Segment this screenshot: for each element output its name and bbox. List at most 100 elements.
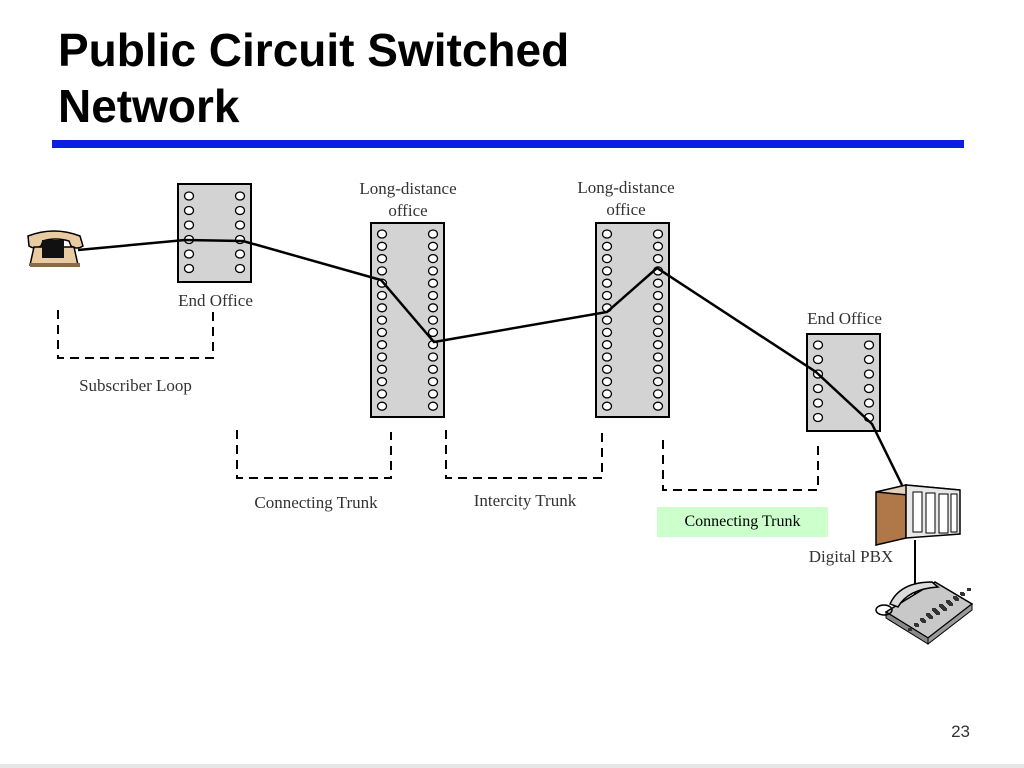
switch-port [376, 327, 388, 338]
switch-port [601, 376, 613, 387]
switch-port [863, 398, 875, 408]
switch-port [183, 191, 195, 201]
long-distance-office-1-switch [370, 222, 445, 418]
switch-port [183, 249, 195, 259]
switch-port [376, 376, 388, 387]
switch-port [376, 303, 388, 313]
switch-port [376, 315, 388, 325]
switch-port [427, 278, 439, 288]
switch-port [601, 401, 613, 411]
switch-port [183, 205, 195, 216]
switch-port [812, 354, 824, 365]
keypad-key [929, 616, 933, 619]
long-distance-office-1-label-line2: office [388, 201, 428, 220]
page-number: 23 [951, 722, 970, 741]
switch-port [652, 327, 664, 338]
switch-port [427, 303, 439, 313]
telephone-icon [27, 230, 84, 267]
switch-ports [601, 229, 664, 411]
circuit-path [77, 238, 904, 486]
switch-port [234, 263, 246, 274]
switch-port [376, 352, 388, 362]
subscriber-loop-label: Subscriber Loop [79, 376, 192, 395]
slide-title: Public Circuit Switched Network [58, 22, 958, 134]
slide-title-line-2: Network [58, 80, 240, 132]
desk-phone-icon [875, 581, 974, 646]
switch-port [601, 340, 613, 350]
switch-port [652, 389, 664, 399]
intercity-trunk-bracket [445, 430, 603, 479]
switch-port [652, 229, 664, 239]
switch-port [183, 263, 195, 274]
intercity-trunk-label: Intercity Trunk [473, 491, 577, 510]
switch-port [427, 229, 439, 239]
switch-port [601, 290, 613, 301]
title-rule [52, 140, 964, 148]
switch-port [812, 340, 824, 350]
switch-port [427, 401, 439, 411]
switch-port [812, 398, 824, 408]
switch-port [183, 220, 195, 230]
switch-port [427, 241, 439, 251]
switch-port [863, 369, 875, 379]
switch-port [863, 383, 875, 394]
connecting-trunk-right-bracket [662, 440, 819, 491]
switch-port [863, 340, 875, 350]
end-office-left-switch [177, 183, 252, 283]
switch-port [601, 278, 613, 288]
connecting-trunk-left-bracket [236, 430, 392, 479]
switch-port [652, 303, 664, 313]
end-office-left-label: End Office [178, 291, 253, 310]
switch-port [652, 401, 664, 411]
switch-port [427, 376, 439, 387]
keypad-key [922, 620, 926, 623]
switch-port [427, 364, 439, 374]
switch-port [427, 389, 439, 399]
switch-port [601, 389, 613, 399]
switch-port [376, 229, 388, 239]
switch-port [427, 315, 439, 325]
switch-port [427, 352, 439, 362]
subscriber-loop-bracket [57, 310, 214, 359]
keypad-key [943, 608, 947, 611]
end-office-right-switch [806, 333, 881, 432]
switch-port [376, 253, 388, 264]
switch-port [652, 364, 664, 374]
switch-port [601, 364, 613, 374]
switch-port [652, 352, 664, 362]
switch-port [601, 229, 613, 239]
switch-port [601, 253, 613, 264]
switch-port [812, 383, 824, 394]
long-distance-office-2-label-line2: office [606, 200, 646, 219]
keypad-key [949, 603, 953, 606]
switch-port [427, 327, 439, 338]
switch-port [376, 401, 388, 411]
switch-port [601, 315, 613, 325]
digital-pbx-label: Digital PBX [808, 547, 894, 566]
switch-port [652, 315, 664, 325]
switch-port [652, 278, 664, 288]
switch-port [376, 290, 388, 301]
keypad-key [955, 598, 959, 601]
long-distance-office-1-label-line1: Long-distance [359, 179, 457, 198]
connecting-trunk-right-highlight [657, 507, 828, 537]
switch-port [652, 241, 664, 251]
switch-port [601, 327, 613, 338]
switch-port [652, 253, 664, 264]
switch-port [376, 266, 388, 276]
connecting-trunk-left-label: Connecting Trunk [254, 493, 378, 512]
slide-bottom-bar [0, 764, 1024, 768]
switch-ports [376, 229, 439, 411]
keypad [908, 588, 971, 631]
slide-title-line-1: Public Circuit Switched [58, 24, 570, 76]
keypad-key [961, 593, 965, 596]
switch-port [427, 290, 439, 301]
switch-port [234, 220, 246, 230]
switch-port [812, 412, 824, 423]
keypad-key [915, 624, 919, 627]
switch-port [427, 266, 439, 276]
switch-port [376, 241, 388, 251]
long-distance-office-2-switch [595, 222, 670, 418]
switch-port [376, 389, 388, 399]
